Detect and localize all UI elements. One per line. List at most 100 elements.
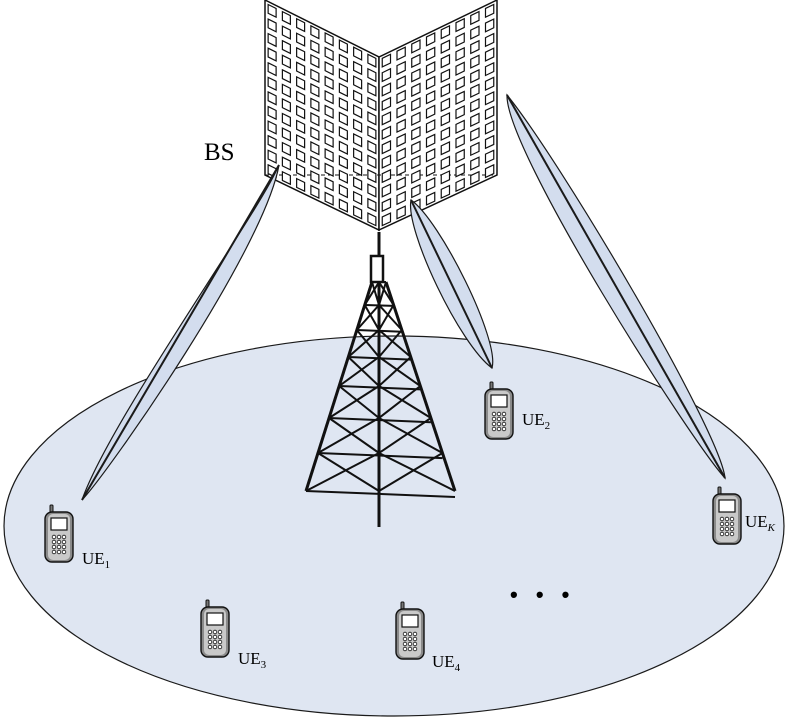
antenna-element — [281, 112, 291, 128]
antenna-element — [338, 68, 348, 83]
antenna-element — [455, 17, 465, 33]
ue1-label: UE1 — [82, 549, 110, 571]
antenna-element — [338, 111, 348, 127]
antenna-element — [353, 176, 363, 191]
antenna-element — [470, 25, 480, 40]
antenna-element — [310, 68, 320, 84]
ue4-phone-icon — [395, 601, 425, 660]
antenna-element — [353, 118, 363, 134]
antenna-element — [267, 120, 277, 135]
antenna-element — [425, 89, 436, 105]
antenna-element — [425, 46, 436, 62]
antenna-element — [411, 125, 421, 141]
antenna-element — [324, 147, 334, 163]
antenna-element — [425, 147, 436, 163]
coverage-cell — [3, 335, 785, 717]
antenna-element — [425, 104, 436, 120]
antenna-element — [396, 147, 406, 162]
antenna-element — [367, 67, 377, 83]
antenna-element — [367, 168, 377, 184]
antenna-element — [296, 32, 306, 47]
antenna-element — [381, 139, 392, 155]
antenna-element — [455, 163, 465, 178]
antenna-element — [381, 67, 392, 83]
antenna-element — [396, 89, 406, 105]
antenna-element — [324, 162, 334, 177]
antenna-element — [367, 197, 377, 213]
antenna-element — [267, 32, 277, 48]
antenna-element — [381, 212, 392, 227]
antenna-element — [455, 46, 465, 62]
antenna-element — [353, 190, 363, 206]
antenna-element — [381, 197, 392, 213]
antenna-element — [338, 39, 348, 54]
antenna-element — [484, 91, 495, 106]
antenna-element — [367, 53, 377, 68]
antenna-element — [484, 149, 495, 164]
antenna-element — [484, 18, 495, 33]
antenna-element — [396, 104, 406, 119]
antenna-element — [470, 141, 480, 157]
antenna-element — [353, 205, 363, 220]
antenna-element — [310, 126, 320, 142]
ue4-label: UE4 — [432, 652, 461, 674]
antenna-element — [411, 154, 421, 170]
antenna-element — [281, 83, 291, 99]
antenna-element — [411, 39, 421, 54]
antenna-element — [484, 163, 495, 179]
antenna-element — [281, 97, 291, 113]
antenna-element — [353, 60, 363, 76]
antenna-element — [281, 25, 291, 40]
antenna-element — [455, 148, 465, 164]
antenna-element — [470, 98, 480, 113]
antenna-element — [425, 162, 436, 177]
ue1-phone-icon — [44, 504, 74, 563]
antenna-element — [396, 118, 406, 134]
antenna-element — [267, 3, 277, 19]
antenna-element — [296, 90, 306, 106]
antenna-element — [440, 24, 451, 40]
antenna-element — [484, 105, 495, 121]
antenna-element — [396, 46, 406, 61]
antenna-element — [470, 112, 480, 128]
antenna-element — [470, 10, 480, 26]
antenna-element — [324, 176, 334, 192]
antenna-element — [296, 17, 306, 33]
antenna-element — [338, 125, 348, 141]
antenna-element — [324, 191, 334, 206]
antenna-element — [396, 205, 406, 220]
antenna-element — [411, 68, 421, 83]
antenna-element — [470, 127, 480, 142]
antenna-element — [470, 39, 480, 55]
antenna-element — [440, 141, 451, 156]
antenna-element — [338, 154, 348, 170]
antenna-elements-left — [267, 3, 377, 227]
antenna-element — [310, 170, 320, 185]
antenna-element — [281, 170, 291, 186]
antenna-element — [296, 46, 306, 62]
antenna-element — [381, 82, 392, 97]
antenna-element — [455, 119, 465, 135]
antenna-element — [440, 184, 451, 200]
antenna-element — [324, 75, 334, 91]
antenna-element — [455, 32, 465, 47]
antenna-element — [411, 111, 421, 127]
antenna-element — [455, 177, 465, 193]
antenna-element — [367, 125, 377, 141]
bs-label: BS — [204, 139, 235, 166]
antenna-element — [310, 184, 320, 200]
antenna-element — [267, 47, 277, 62]
more-users-ellipsis: • • • — [510, 582, 575, 607]
antenna-element — [455, 61, 465, 76]
antenna-element — [353, 161, 363, 177]
antenna-element — [425, 118, 436, 134]
antenna-element — [381, 183, 392, 198]
antenna-element — [470, 54, 480, 69]
antenna-element — [310, 82, 320, 98]
antenna-element — [440, 39, 451, 54]
antenna-element — [338, 53, 348, 69]
antenna-element — [310, 141, 320, 156]
antenna-elements-right — [381, 3, 495, 227]
antenna-element — [440, 97, 451, 113]
antenna-element — [310, 39, 320, 55]
